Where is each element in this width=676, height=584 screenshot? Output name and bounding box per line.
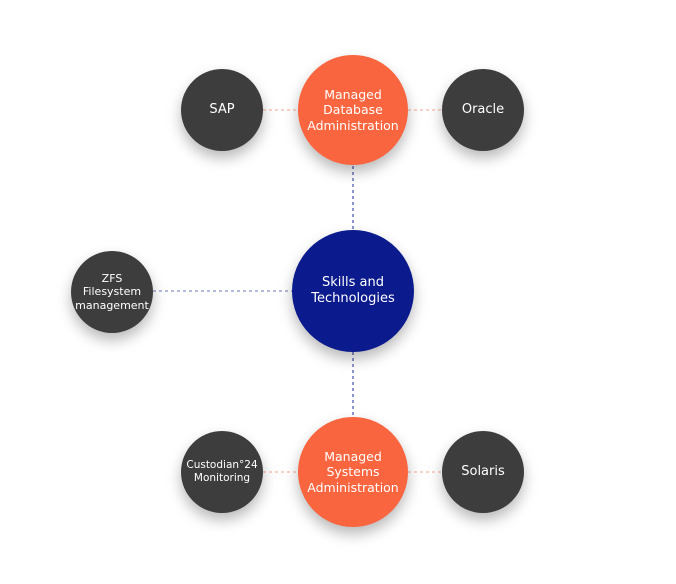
node-label-oracle: Oracle xyxy=(461,102,505,118)
node-label-sap: SAP xyxy=(209,102,235,118)
node-managed-systems-administration: Managed Systems Administration xyxy=(298,417,408,527)
node-sap: SAP xyxy=(181,69,263,151)
node-skills-and-technologies: Skills and Technologies xyxy=(292,230,414,352)
node-zfs-filesystem-management: ZFS Filesystem management xyxy=(71,251,153,333)
node-label-managed-systems-administration: Managed Systems Administration xyxy=(307,449,399,495)
node-label-solaris: Solaris xyxy=(461,464,505,480)
node-label-custodian24-monitoring: Custodian°24 Monitoring xyxy=(186,459,258,484)
node-managed-database-administration: Managed Database Administration xyxy=(298,55,408,165)
node-label-managed-database-administration: Managed Database Administration xyxy=(307,87,399,133)
node-solaris: Solaris xyxy=(442,431,524,513)
node-custodian24-monitoring: Custodian°24 Monitoring xyxy=(181,431,263,513)
node-label-zfs-filesystem-management: ZFS Filesystem management xyxy=(75,271,149,312)
node-label-skills-and-technologies: Skills and Technologies xyxy=(311,275,395,306)
node-oracle: Oracle xyxy=(442,69,524,151)
